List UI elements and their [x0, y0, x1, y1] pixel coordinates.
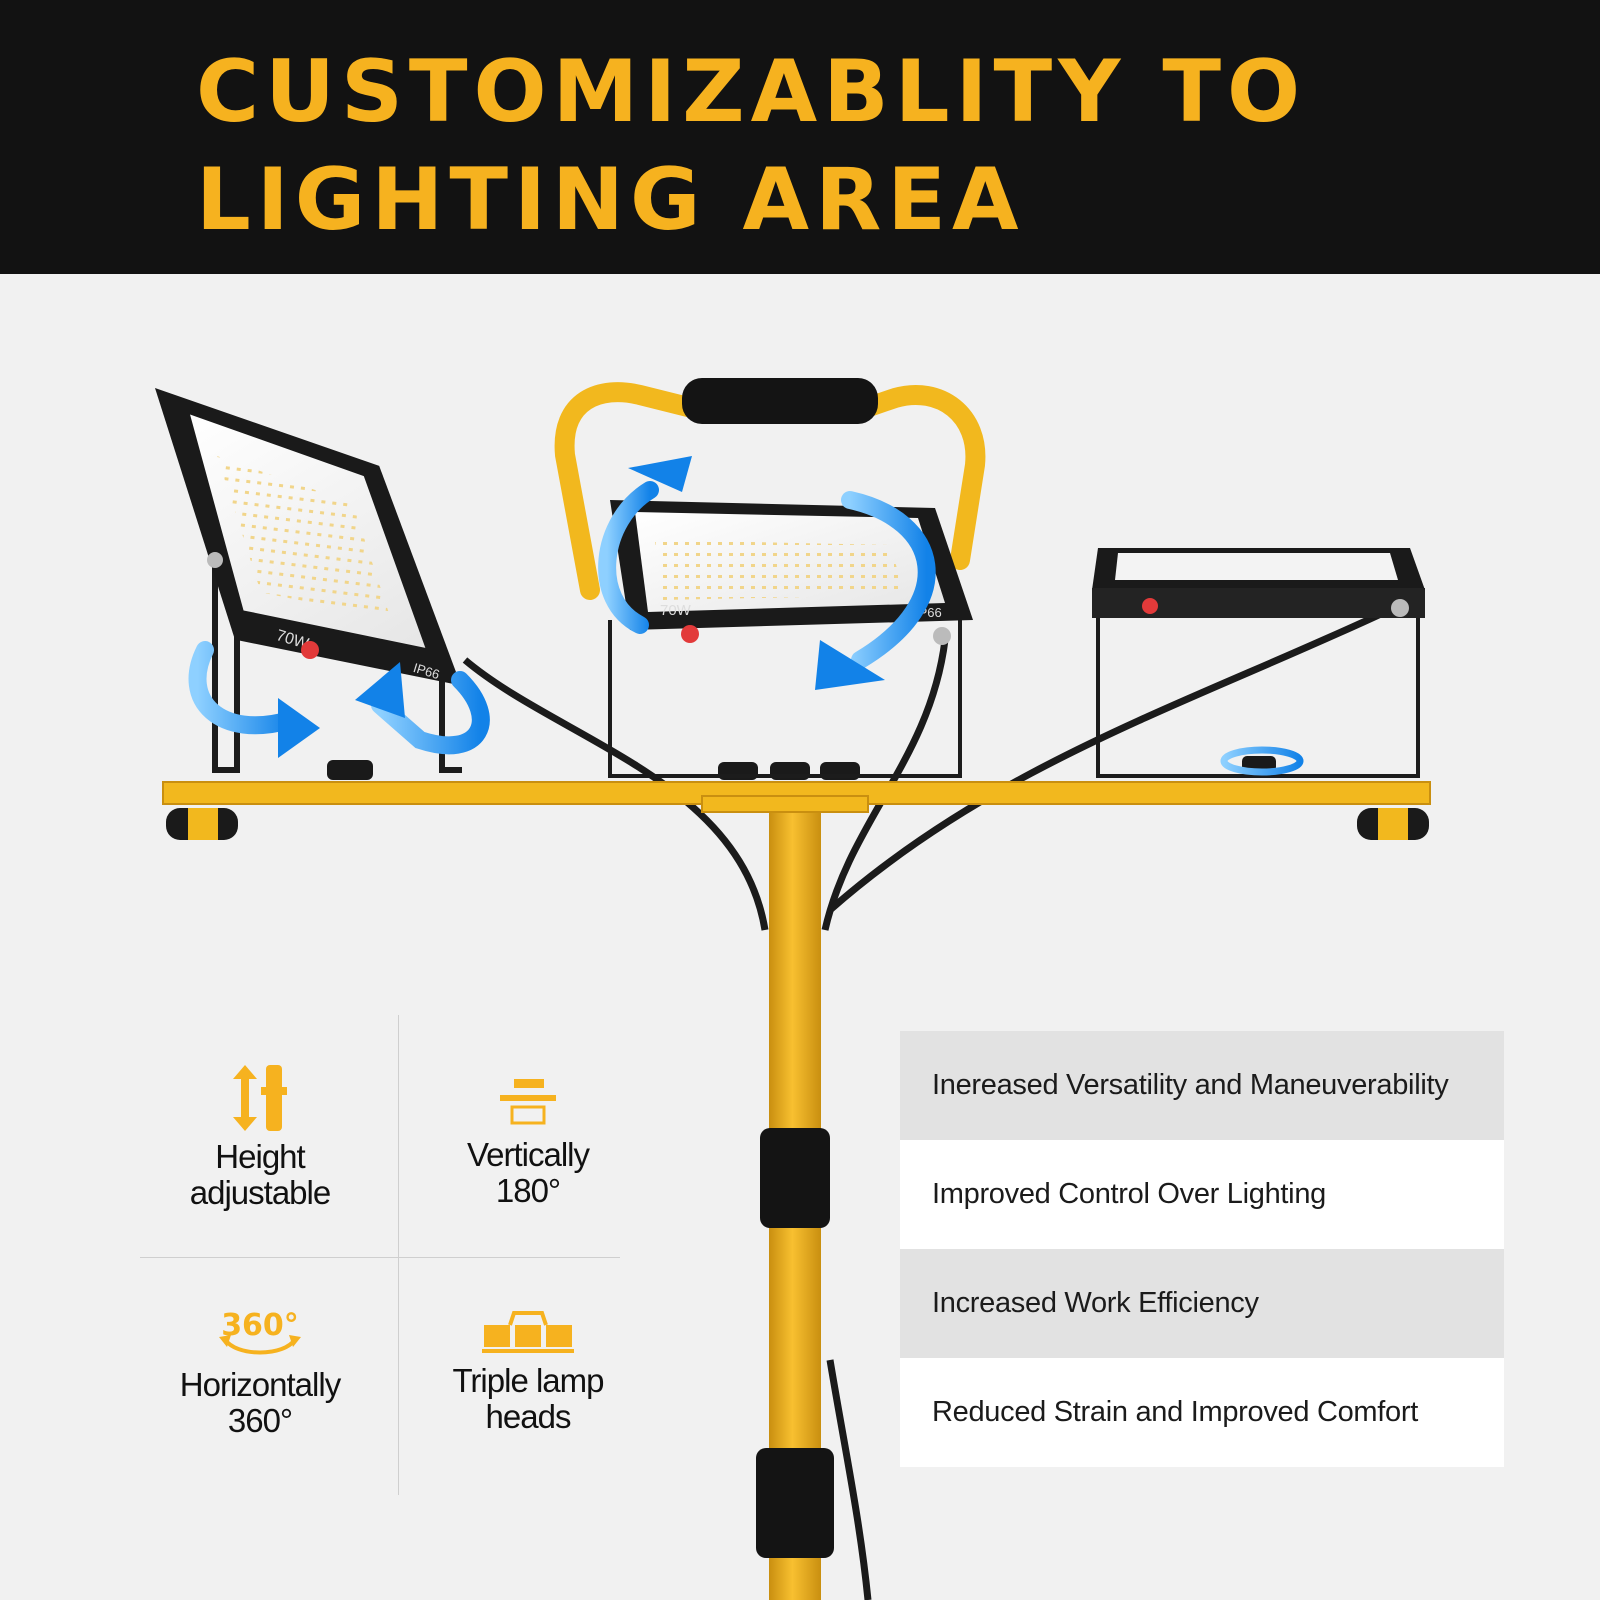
benefit-row: Reduced Strain and Improved Comfort	[900, 1358, 1504, 1467]
center-lamp: 70W IP66	[608, 500, 973, 778]
tripod-pole	[756, 800, 872, 1600]
feature-label: Horizontally 360°	[179, 1366, 341, 1439]
benefit-row: Improved Control Over Lighting	[900, 1140, 1504, 1249]
grid-divider-horizontal	[140, 1257, 620, 1258]
feature-triple-lamp-heads: Triple lamp heads	[408, 1307, 648, 1435]
center-lamp-wattage-label: 70W	[660, 602, 692, 619]
horizontal-360-icon: 360°	[219, 1308, 301, 1355]
carry-handle	[554, 378, 986, 600]
horizontal-360-icon-text: 360°	[221, 1308, 299, 1343]
benefit-row: Increased Work Efficiency	[900, 1249, 1504, 1358]
feature-horizontally-360: 360° Horizontally 360°	[140, 1305, 380, 1439]
feature-label: Vertically 180°	[466, 1136, 590, 1209]
benefit-row: Inereased Versatility and Maneuverabilit…	[900, 1031, 1504, 1140]
page-title: CUSTOMIZABLITY TO LIGHTING AREA	[196, 42, 1307, 250]
arrow-heads	[278, 456, 885, 758]
feature-height-adjustable: Height adjustable	[140, 1063, 380, 1211]
left-lamp-rating-label: IP66	[411, 660, 441, 682]
right-lamp	[1092, 548, 1425, 778]
vertical-180-icon	[500, 1079, 556, 1125]
header-banner: CUSTOMIZABLITY TO LIGHTING AREA	[0, 0, 1600, 274]
feature-label: Triple lamp heads	[452, 1362, 605, 1435]
feature-label: Height adjustable	[189, 1138, 331, 1211]
work-light-illustration: 70W IP66 70W IP66	[155, 378, 1431, 1600]
height-adjust-icon	[233, 1065, 287, 1131]
features-grid: Height adjustable Vertically 180° 360° H…	[140, 1015, 620, 1495]
feature-vertically-180: Vertically 180°	[408, 1075, 648, 1209]
left-lamp: 70W IP66	[155, 388, 462, 773]
crossbar	[162, 760, 1431, 840]
rotation-arrows	[188, 481, 1304, 776]
triple-lamp-icon	[482, 1311, 574, 1353]
grid-divider-vertical	[398, 1015, 399, 1495]
benefits-list: Inereased Versatility and Maneuverabilit…	[900, 1031, 1504, 1467]
